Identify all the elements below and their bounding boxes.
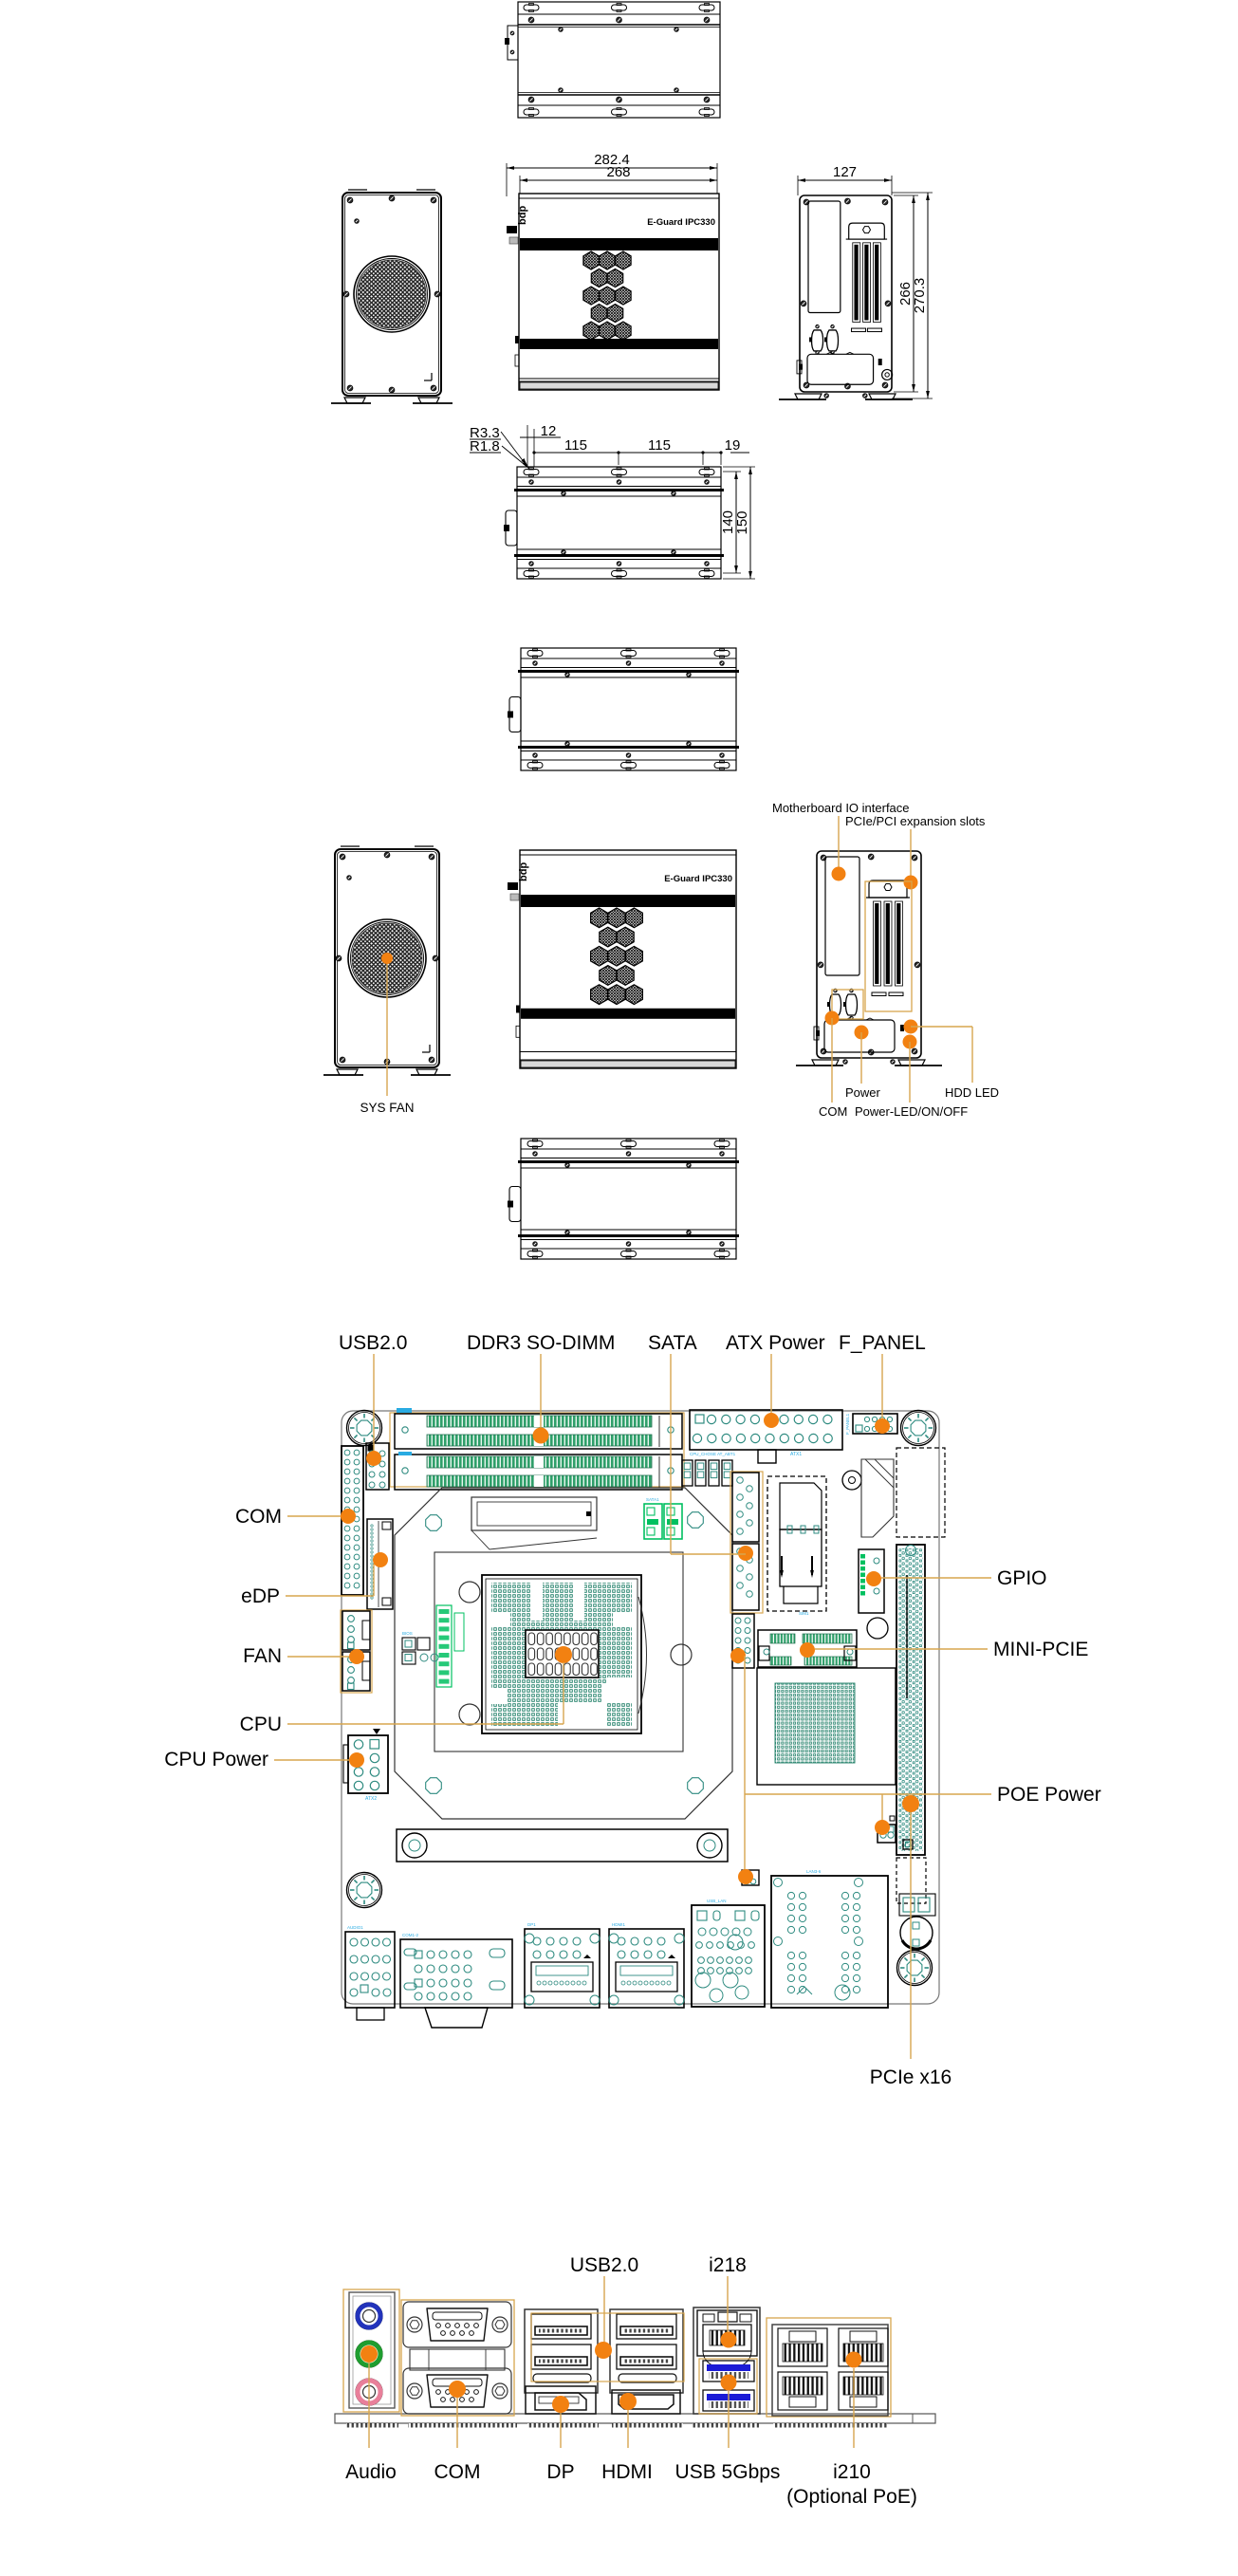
svg-text:127: 127: [833, 164, 857, 180]
svg-text:POE Power: POE Power: [997, 1784, 1101, 1806]
svg-text:CPU_CHOSE AT_ABT1: CPU_CHOSE AT_ABT1: [690, 1452, 736, 1456]
svg-text:SATA1: SATA1: [646, 1497, 659, 1502]
svg-text:ATX Power: ATX Power: [726, 1332, 825, 1354]
svg-text:bdp: bdp: [517, 206, 528, 225]
svg-text:USB2.0: USB2.0: [570, 2254, 638, 2276]
svg-text:140: 140: [720, 510, 736, 534]
svg-text:CPU Power: CPU Power: [164, 1749, 268, 1770]
svg-text:CPU: CPU: [240, 1714, 282, 1735]
svg-text:DDR3 SO-DIMM: DDR3 SO-DIMM: [467, 1332, 615, 1354]
svg-text:Audio: Audio: [345, 2461, 397, 2483]
svg-text:USB2.0: USB2.0: [339, 1332, 407, 1354]
svg-text:i218: i218: [709, 2254, 747, 2276]
svg-text:eDP: eDP: [241, 1585, 280, 1607]
svg-text:HDMI1: HDMI1: [612, 1922, 625, 1927]
svg-text:R1.8: R1.8: [470, 438, 500, 454]
svg-text:R3.3: R3.3: [470, 425, 500, 441]
svg-text:115: 115: [648, 437, 671, 454]
svg-text:19: 19: [725, 437, 741, 454]
svg-text:150: 150: [734, 510, 750, 534]
svg-text:MINI-PCIE: MINI-PCIE: [993, 1639, 1088, 1660]
svg-text:Power: Power: [845, 1085, 881, 1100]
svg-text:12: 12: [541, 423, 557, 439]
svg-text:Motherboard IO interface: Motherboard IO interface: [772, 801, 910, 815]
svg-text:COM1-2: COM1-2: [402, 1933, 418, 1937]
svg-text:SATA: SATA: [648, 1332, 697, 1354]
svg-text:HDMI: HDMI: [601, 2461, 653, 2483]
svg-text:F_PANEL: F_PANEL: [839, 1332, 926, 1354]
svg-text:COM: COM: [434, 2461, 481, 2483]
svg-text:COM: COM: [819, 1104, 847, 1119]
svg-text:268: 268: [606, 164, 630, 180]
svg-text:FAN: FAN: [243, 1645, 282, 1667]
svg-text:Power-LED/ON/OFF: Power-LED/ON/OFF: [855, 1104, 968, 1119]
svg-text:115: 115: [564, 437, 587, 454]
svg-text:DP: DP: [546, 2461, 574, 2483]
svg-text:SIM1: SIM1: [799, 1611, 809, 1616]
svg-text:270.3: 270.3: [912, 278, 928, 314]
svg-text:E-Guard IPC330: E-Guard IPC330: [664, 874, 732, 884]
svg-text:PCIe x16: PCIe x16: [870, 2066, 952, 2088]
svg-text:266: 266: [897, 282, 914, 306]
svg-text:SYS FAN: SYS FAN: [360, 1101, 414, 1115]
svg-text:282.4: 282.4: [594, 152, 630, 168]
svg-text:ATX1: ATX1: [790, 1452, 802, 1457]
svg-text:ATX2: ATX2: [365, 1796, 377, 1802]
svg-text:COM: COM: [235, 1506, 282, 1528]
svg-text:HDD LED: HDD LED: [945, 1085, 999, 1100]
svg-text:(Optional PoE): (Optional PoE): [786, 2486, 917, 2508]
svg-text:F_PANEL1: F_PANEL1: [845, 1413, 850, 1435]
svg-text:LAN3-6: LAN3-6: [806, 1869, 822, 1874]
svg-text:E-Guard IPC330: E-Guard IPC330: [647, 217, 715, 228]
svg-text:GPIO: GPIO: [997, 1567, 1047, 1589]
svg-text:bdp: bdp: [518, 862, 529, 881]
svg-text:AUDIO1: AUDIO1: [347, 1925, 363, 1930]
svg-text:PCIe/PCI expansion slots: PCIe/PCI expansion slots: [845, 814, 986, 828]
svg-text:USB_LAN: USB_LAN: [707, 1899, 727, 1903]
svg-text:DP1: DP1: [527, 1922, 536, 1927]
svg-text:i210: i210: [833, 2461, 871, 2483]
svg-text:USB 5Gbps: USB 5Gbps: [675, 2461, 781, 2483]
svg-text:BIOS: BIOS: [402, 1631, 413, 1636]
